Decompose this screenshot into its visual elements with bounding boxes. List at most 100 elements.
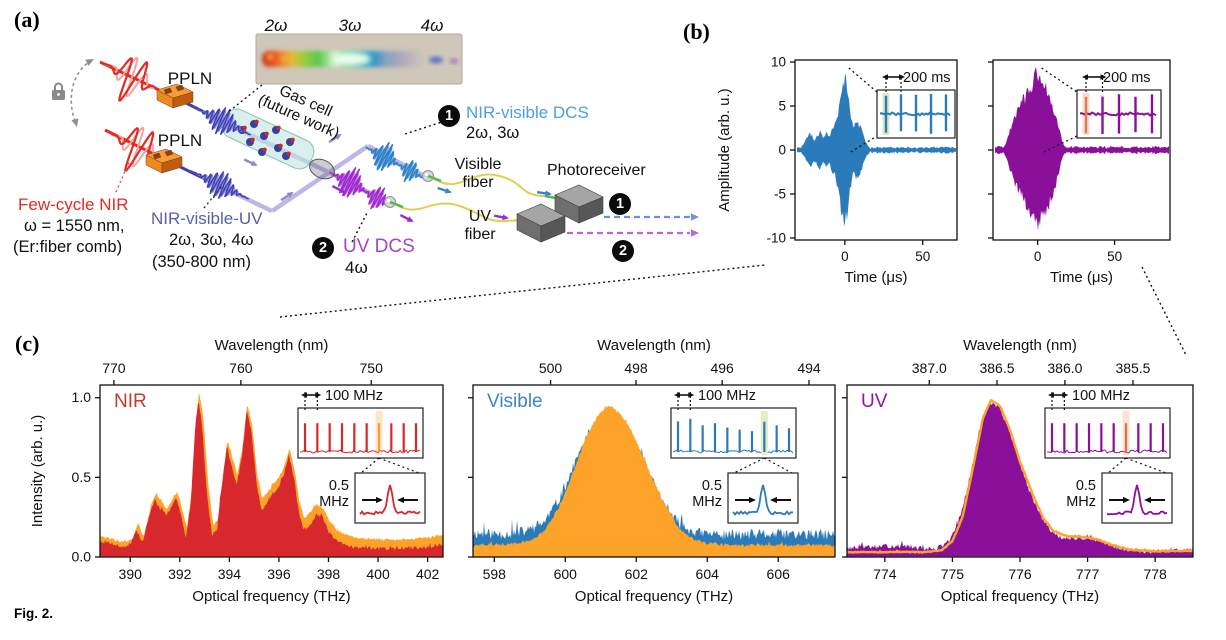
top-tick-label: 385.5	[1115, 360, 1150, 376]
photo-label-2w: 2ω	[264, 16, 288, 35]
nir-visible-uv-label: NIR-visible-UV	[151, 209, 263, 228]
ppln-lower-label: PPLN	[157, 131, 203, 150]
yaxis-label: Amplitude (arb. u.)	[716, 88, 733, 211]
top-tick-label: 387.0	[912, 360, 947, 376]
spectrum-name-label: Visible	[487, 391, 543, 412]
top-axis-label: Wavelength (nm)	[963, 337, 1077, 354]
lock-arrow	[70, 59, 93, 125]
xtick-label: 390	[119, 566, 143, 582]
tooth-width-label: 0.5	[702, 478, 722, 494]
svg-text:MHz: MHz	[692, 494, 722, 510]
omega-1550-label: ω = 1550 nm,	[24, 217, 125, 235]
trace	[473, 405, 835, 557]
xaxis-label: Time (μs)	[1050, 269, 1113, 286]
top-tick-label: 496	[710, 360, 734, 376]
xtick-label: 50	[1107, 249, 1122, 264]
top-tick-label: 498	[624, 360, 648, 376]
photoreceiver-box	[540, 215, 566, 243]
ytick-label: -10	[766, 230, 786, 245]
xtick-label: 602	[625, 566, 649, 582]
panel-b-label: (b)	[683, 19, 710, 44]
badge-2-output: 2	[612, 240, 634, 262]
xtick-label: 774	[873, 566, 897, 582]
svg-text:MHz: MHz	[1066, 494, 1096, 510]
xtick-label: 398	[317, 566, 341, 582]
ytick-label: 1.0	[72, 389, 92, 405]
xtick-label: 604	[696, 566, 720, 582]
comb-spacing-label: 100 MHz	[698, 388, 756, 404]
xtick-label: 0	[841, 249, 849, 264]
ytick-label: 0.5	[72, 469, 92, 485]
top-tick-label: 386.0	[1047, 360, 1082, 376]
badge-1-source: 1	[438, 105, 460, 127]
ytick-label: 0	[778, 143, 786, 158]
photoreceiver-label: Photoreceiver	[547, 162, 646, 179]
spectrum-name-label: NIR	[114, 391, 147, 412]
xtick-label: 776	[1008, 566, 1032, 582]
tooth-width-label: 0.5	[1076, 478, 1096, 494]
top-tick-label: 500	[539, 360, 563, 376]
top-axis-label: Wavelength (nm)	[215, 337, 329, 354]
pulse-spacing-label: 200 ms	[1103, 70, 1151, 86]
harmonics-photo	[255, 33, 463, 85]
top-tick-label: 770	[102, 360, 126, 376]
panel-a-label: (a)	[14, 7, 40, 32]
nir-visible-uv-harmonics: 2ω, 3ω, 4ω	[169, 231, 254, 249]
badge-1-output: 1	[609, 193, 631, 215]
comb-spacing-label: 100 MHz	[325, 388, 383, 404]
dcs2-harmonics: 4ω	[345, 258, 368, 277]
pulse-spacing-label: 200 ms	[903, 70, 951, 86]
photo-label-4w: 4ω	[420, 16, 444, 35]
ytick-label: -5	[774, 186, 786, 201]
badge-2-source: 2	[312, 237, 334, 259]
pulse-train-inset-ifg_nir_visible: 200 ms	[848, 67, 956, 153]
xtick-label: 775	[941, 566, 965, 582]
xaxis-label: Optical frequency (THz)	[192, 588, 350, 605]
dcs1-harmonics: 2ω, 3ω	[466, 124, 520, 142]
top-axis-label: Wavelength (nm)	[597, 337, 711, 354]
xaxis-label: Optical frequency (THz)	[575, 588, 733, 605]
xtick-label: 0	[1034, 249, 1042, 264]
trace	[100, 402, 443, 557]
xtick-label: 392	[168, 566, 192, 582]
lock-icon	[52, 82, 65, 100]
trace-ifg_uv	[995, 66, 1169, 231]
uv-fiber	[394, 202, 519, 223]
xtick-label: 778	[1143, 566, 1167, 582]
schematic-panel-a	[52, 33, 1187, 356]
dcs2-label: UV DCS	[343, 236, 415, 257]
xtick-label: 396	[267, 566, 291, 582]
dcs1-label: NIR-visible DCS	[466, 103, 589, 122]
top-tick-label: 386.5	[979, 360, 1014, 376]
figure-caption: Fig. 2.	[14, 606, 54, 621]
xtick-label: 600	[554, 566, 578, 582]
xtick-label: 394	[218, 566, 242, 582]
photoreceiver-box	[578, 196, 604, 224]
top-tick-label: 750	[360, 360, 384, 376]
beam-combiner	[309, 158, 335, 180]
visible-fiber	[432, 173, 546, 197]
tooth-width-label: 0.5	[329, 478, 349, 494]
svg-text:MHz: MHz	[319, 494, 349, 510]
uv-fiber-label: UV fiber	[464, 208, 496, 243]
top-tick-label: 494	[797, 360, 821, 376]
xtick-label: 400	[366, 566, 390, 582]
few-cycle-nir-label: Few-cycle NIR	[18, 195, 129, 214]
ytick-label: 0.0	[72, 549, 92, 565]
xaxis-label: Optical frequency (THz)	[941, 588, 1099, 605]
visible-fiber-label: Visible fiber	[454, 156, 502, 191]
ppln-upper-label: PPLN	[167, 69, 213, 88]
top-tick-label: 760	[229, 360, 253, 376]
xtick-label: 598	[483, 566, 507, 582]
xtick-label: 50	[915, 249, 930, 264]
comb-spacing-label: 100 MHz	[1072, 388, 1130, 404]
